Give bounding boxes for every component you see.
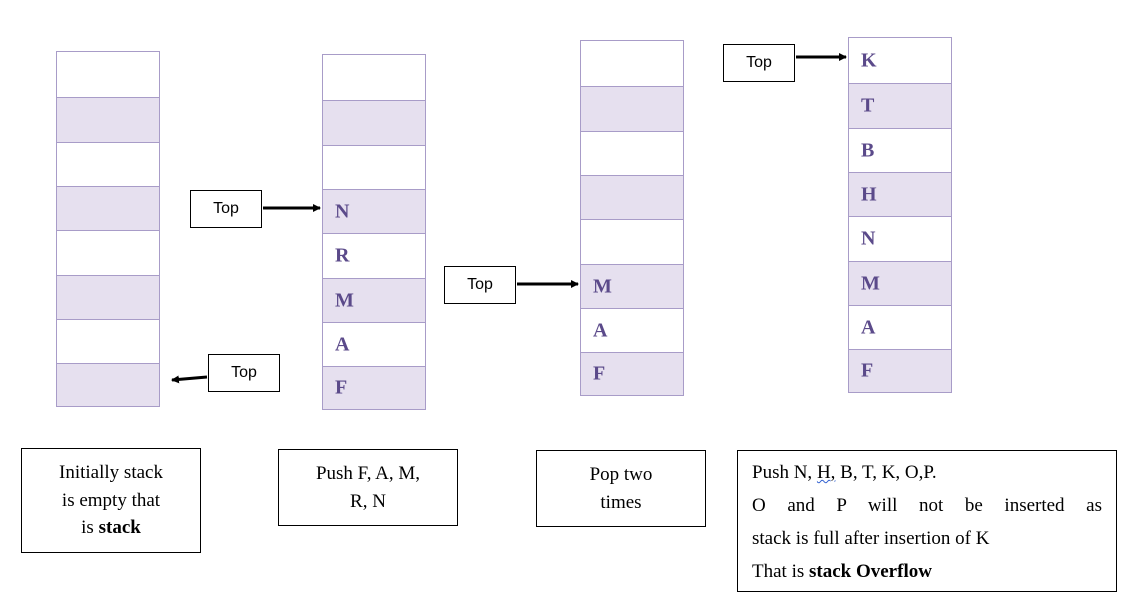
stack-cell: F — [849, 349, 951, 392]
stack-cell: N — [849, 216, 951, 261]
cell-value: N — [335, 200, 350, 222]
caption-bold: stack — [98, 517, 141, 539]
stack-cell: M — [581, 264, 683, 308]
cell-value: A — [335, 333, 350, 355]
cell-value: A — [593, 319, 608, 341]
caption-pop: Pop two times — [536, 450, 706, 527]
stack-cell: M — [323, 278, 425, 322]
top-pointer-label: Top — [208, 354, 280, 392]
stack-cell: H — [849, 172, 951, 216]
caption-line: is stack — [81, 514, 141, 542]
stack-cell — [57, 275, 159, 319]
stack-cell — [57, 142, 159, 186]
stack-cell — [57, 230, 159, 275]
caption-line: times — [600, 491, 642, 513]
cell-value: B — [861, 139, 875, 161]
caption-overflow: Push N, H, B, T, K, O,P. O and P will no… — [737, 450, 1117, 592]
stack-cell — [57, 319, 159, 363]
stack-cell — [57, 363, 159, 406]
stack-cell: M — [849, 261, 951, 305]
caption-bold: stack Overflow — [809, 560, 932, 582]
cell-value: M — [593, 275, 612, 297]
stack-cell: A — [849, 305, 951, 349]
stack-cell — [581, 175, 683, 219]
cell-value: H — [861, 183, 877, 205]
stack-overflow: K T B H N M A F — [848, 37, 952, 393]
stack-cell: A — [323, 322, 425, 366]
stack-cell — [581, 131, 683, 175]
cell-value: M — [861, 272, 880, 294]
caption-line: O and P will not be inserted as — [752, 494, 1102, 516]
caption-push: Push F, A, M, R, N — [278, 449, 458, 526]
caption-line: Initially stack — [59, 462, 163, 484]
stack-cell: N — [323, 189, 425, 233]
cell-value: M — [335, 289, 354, 311]
cell-value: N — [861, 227, 876, 250]
stack-cell — [323, 145, 425, 189]
arrow-to-bottom — [171, 375, 208, 384]
cell-value: F — [335, 376, 348, 399]
stack-cell — [323, 100, 425, 145]
stack-initial — [56, 51, 160, 407]
cell-value: T — [861, 94, 875, 117]
cell-value: F — [861, 359, 874, 382]
caption-text: That is — [752, 560, 809, 582]
caption-line: Pop two — [589, 463, 653, 485]
caption-text: B, T, K, O,P. — [835, 462, 937, 483]
stack-cell: R — [323, 233, 425, 278]
stack-cell — [57, 186, 159, 230]
caption-text: is — [81, 517, 99, 539]
stack-after-pop: M A F — [580, 40, 684, 396]
top-pointer-label: Top — [444, 266, 516, 304]
stack-cell — [57, 97, 159, 142]
caption-text: Push N, — [752, 462, 817, 483]
stack-cell: A — [581, 308, 683, 352]
caption-line: That is stack Overflow — [752, 556, 1102, 589]
caption-initial: Initially stack is empty that is stack — [21, 448, 201, 553]
caption-line: Push N, H, B, T, K, O,P. — [752, 457, 1102, 490]
top-pointer-label: Top — [190, 190, 262, 228]
cell-value: K — [861, 49, 877, 71]
stack-cell: T — [849, 83, 951, 128]
stack-cell: B — [849, 128, 951, 172]
cell-value: R — [335, 244, 350, 267]
stack-cell: F — [323, 366, 425, 409]
cell-value: A — [861, 316, 876, 338]
stack-cell — [581, 86, 683, 131]
stack-cell: F — [581, 352, 683, 395]
stack-cell: K — [849, 38, 951, 83]
spell-check-underline: H, — [816, 462, 836, 483]
caption-line: Push F, A, M, — [315, 462, 421, 484]
top-pointer-label: Top — [723, 44, 795, 82]
caption-line: R, N — [350, 490, 386, 512]
caption-line: stack is full after insertion of K — [752, 527, 990, 549]
stack-cell — [581, 219, 683, 264]
cell-value: F — [593, 362, 606, 385]
caption-line: is empty that — [61, 489, 161, 511]
stack-after-push: N R M A F — [322, 54, 426, 410]
